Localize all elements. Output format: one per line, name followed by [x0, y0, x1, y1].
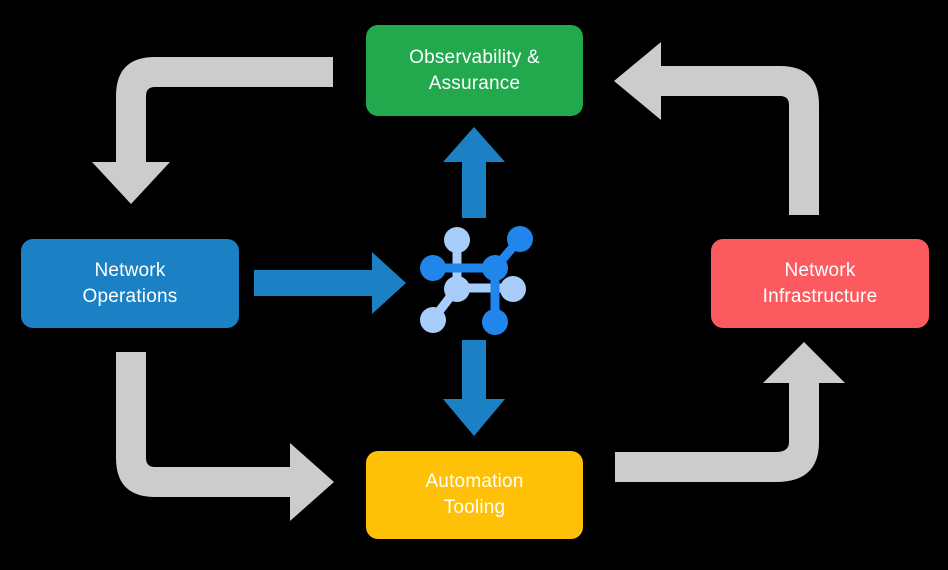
node-network-infrastructure[interactable]: Network Infrastructure [711, 239, 929, 328]
node-network-operations[interactable]: Network Operations [21, 239, 239, 328]
node-label-network-infrastructure: Network Infrastructure [762, 259, 878, 307]
network-icon-dark-nodes [420, 226, 533, 335]
node-observability-assurance[interactable]: Observability & Assurance [366, 25, 583, 116]
node-label-network-operations: Network Operations [82, 259, 178, 307]
node-label-observability: Observability & Assurance [409, 46, 540, 94]
network-icon-light-nodes [420, 227, 526, 333]
node-automation-tooling[interactable]: Automation Tooling [366, 451, 583, 539]
node-label-automation-tooling: Automation Tooling [425, 471, 524, 518]
